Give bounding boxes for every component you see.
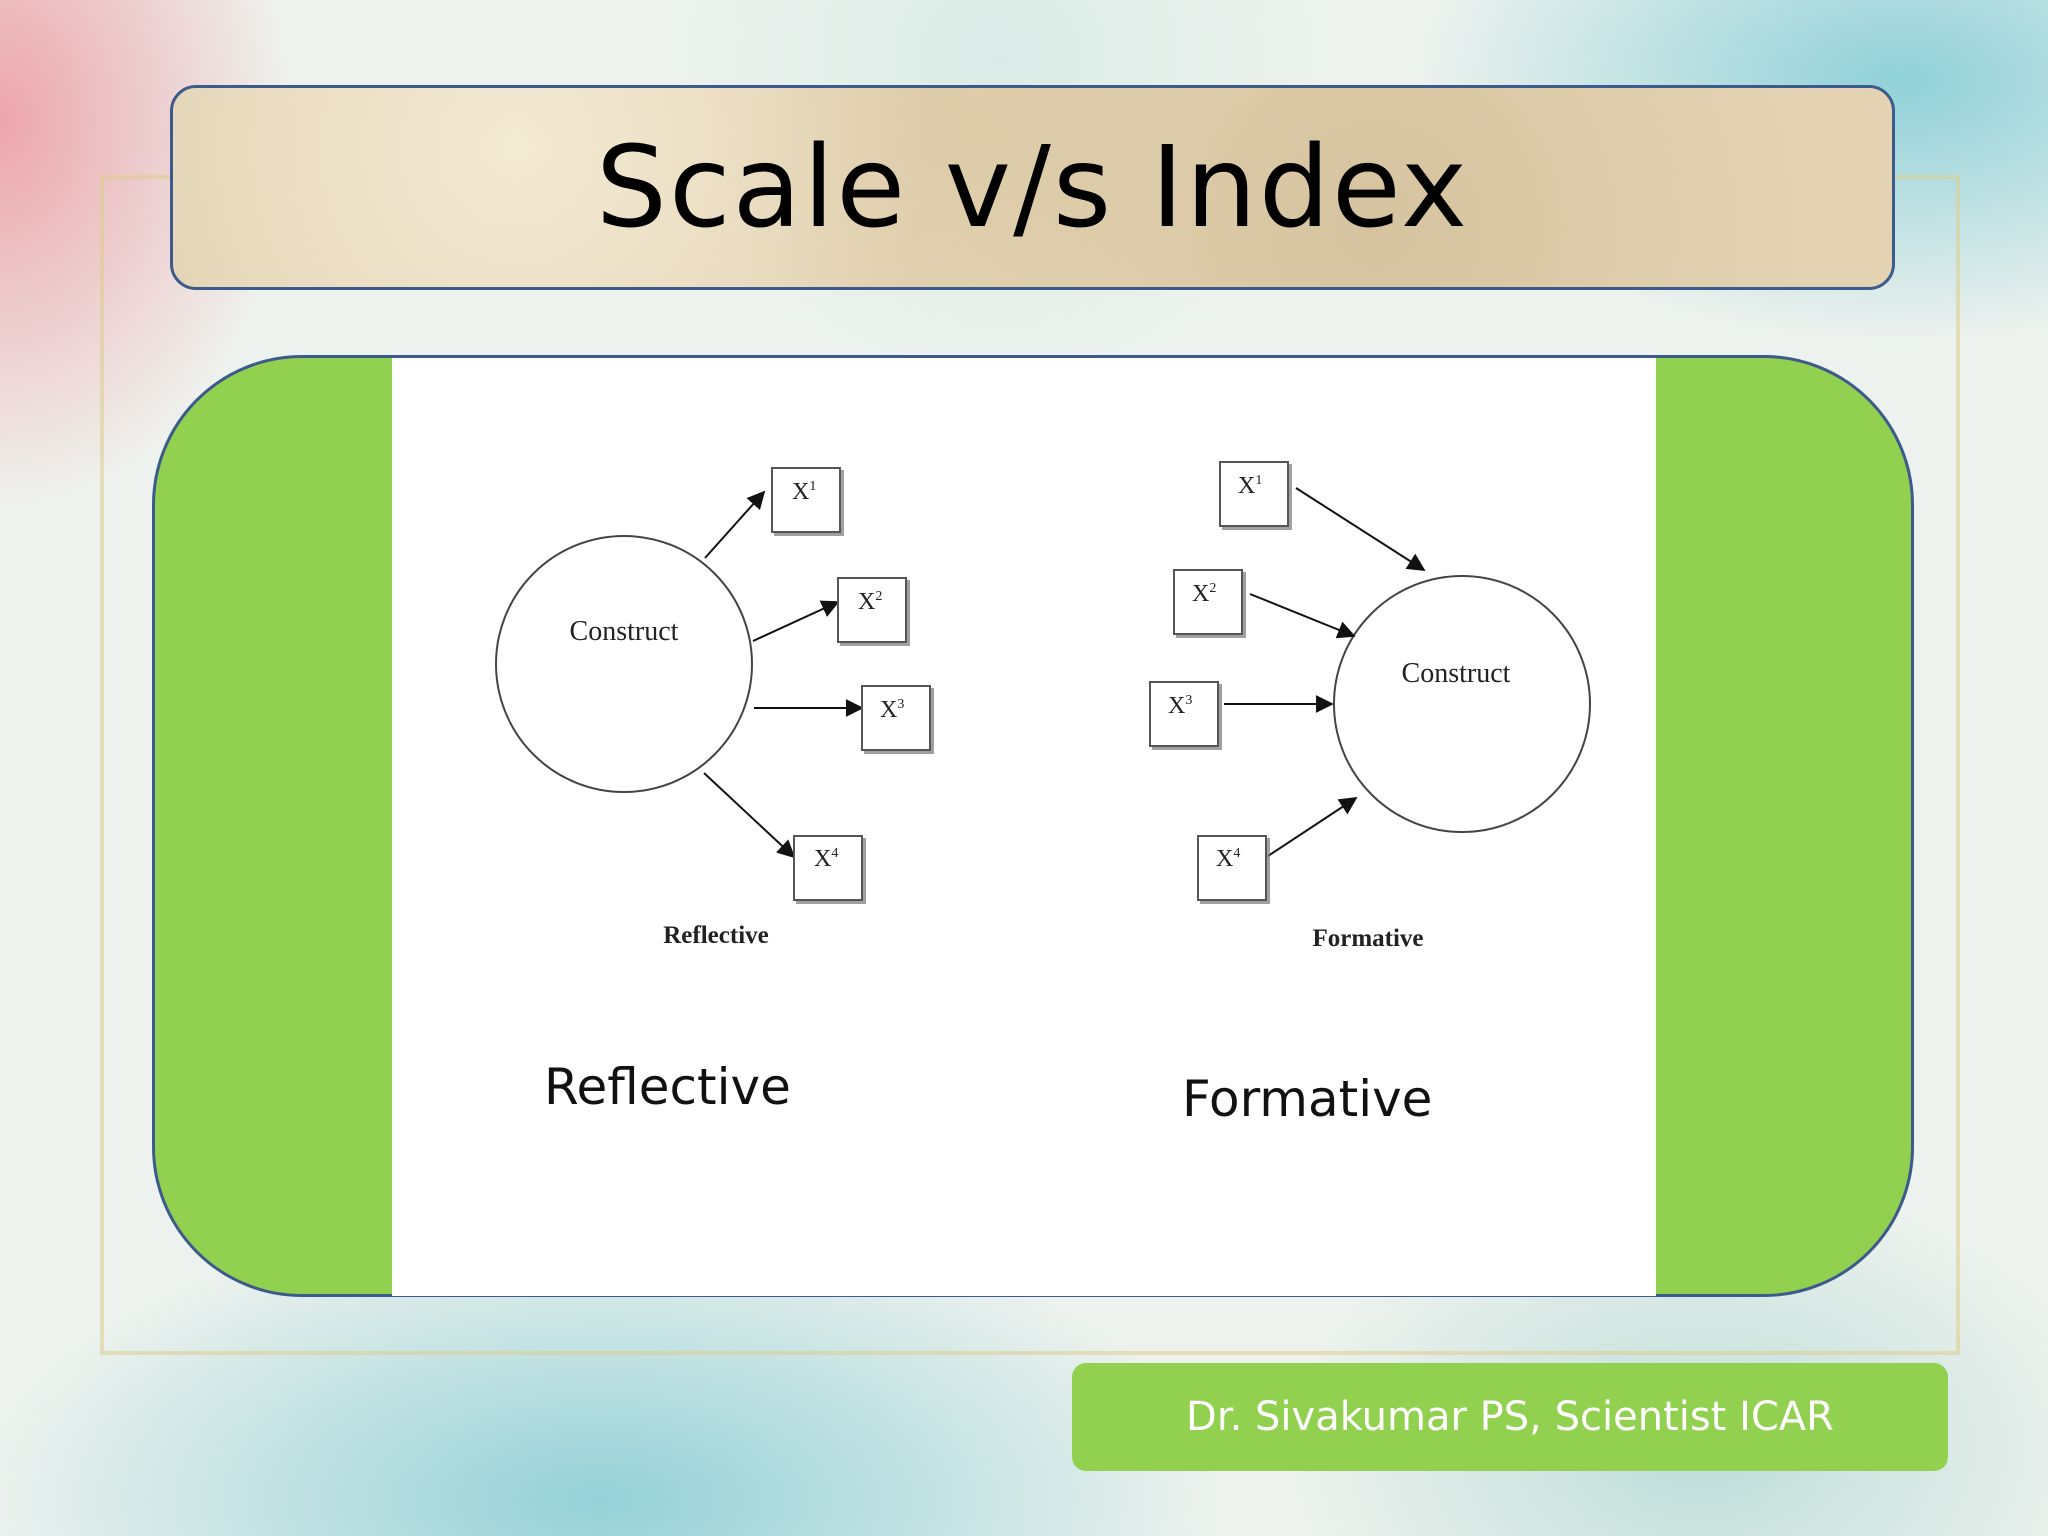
reflective-heading: Reflective xyxy=(544,1058,791,1116)
formative-caption: Formative xyxy=(1312,925,1423,952)
reflective-arrow-2 xyxy=(752,600,840,642)
reflective-indicator-x2: X2 xyxy=(837,577,907,643)
formative-arrow-2 xyxy=(1249,593,1356,639)
footer-banner: Dr. Sivakumar PS, Scientist ICAR xyxy=(1072,1363,1948,1471)
formative-indicator-x3: X3 xyxy=(1149,681,1219,747)
title-banner: Scale v/s Index xyxy=(170,85,1895,290)
formative-arrow-1 xyxy=(1295,487,1426,571)
reflective-indicator-x4: X4 xyxy=(793,835,863,901)
svg-text:X1: X1 xyxy=(1238,473,1262,499)
reflective-arrow-4 xyxy=(703,772,796,859)
reflective-arrow-1 xyxy=(704,490,766,559)
svg-text:X2: X2 xyxy=(1192,581,1216,607)
formative-indicator-x1: X1 xyxy=(1219,461,1289,527)
svg-text:X3: X3 xyxy=(1168,693,1192,719)
reflective-indicator-x3: X3 xyxy=(861,685,931,751)
svg-text:X4: X4 xyxy=(814,846,838,872)
reflective-caption: Reflective xyxy=(663,922,768,949)
svg-text:X3: X3 xyxy=(880,697,904,723)
reflective-construct-label: Construct xyxy=(570,616,679,647)
svg-text:X1: X1 xyxy=(792,479,816,505)
reflective-indicator-x1: X1 xyxy=(771,467,841,533)
formative-indicator-x4: X4 xyxy=(1197,835,1267,901)
slide-title: Scale v/s Index xyxy=(595,122,1470,253)
formative-construct-label: Construct xyxy=(1402,658,1511,689)
formative-construct-circle xyxy=(1333,575,1591,833)
reflective-construct-circle xyxy=(495,535,753,793)
footer-text: Dr. Sivakumar PS, Scientist ICAR xyxy=(1186,1394,1834,1440)
svg-text:X2: X2 xyxy=(858,589,882,615)
formative-arrow-4 xyxy=(1267,797,1358,857)
reflective-model: Construct X1 X2 X3 X4 Reflective xyxy=(495,467,931,949)
formative-indicator-x2: X2 xyxy=(1173,569,1243,635)
construct-diagram: Construct X1 X2 X3 X4 Reflective xyxy=(495,461,1591,952)
svg-text:X4: X4 xyxy=(1216,846,1240,872)
formative-model: Construct X1 X2 X3 X4 Formative xyxy=(1149,461,1591,952)
diagram-image: Construct X1 X2 X3 X4 Reflective xyxy=(392,358,1656,1296)
formative-heading: Formative xyxy=(1182,1070,1433,1128)
